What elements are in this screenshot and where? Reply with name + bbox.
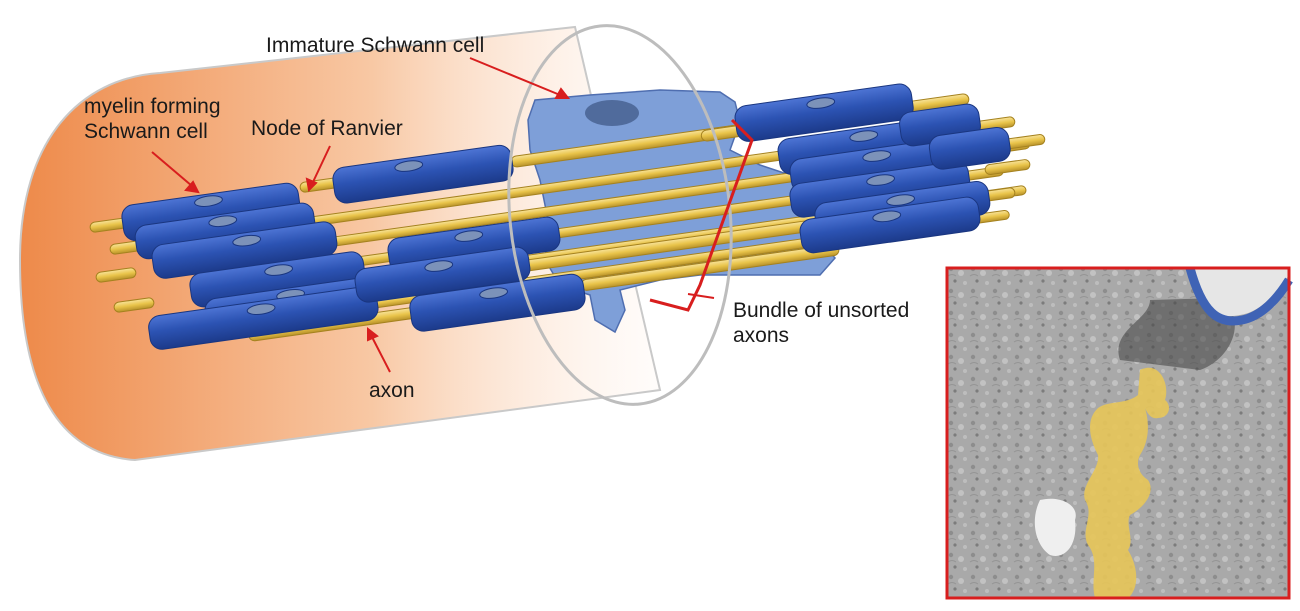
bundle-bracket [649, 118, 754, 312]
label-myelin-forming-schwann-cell: myelin forming Schwann cell [84, 95, 221, 143]
label-bundle-of-unsorted-axons: Bundle of unsorted axons [733, 299, 910, 347]
bundle-pointer [687, 293, 715, 299]
micrograph-inset [945, 266, 1293, 600]
pointer-arrows [151, 57, 571, 373]
myelin-segments [121, 83, 1011, 350]
unsorted-axons-highlight [1084, 367, 1170, 598]
label-axon: axon [369, 379, 415, 402]
label-node-of-ranvier: Node of Ranvier [251, 117, 403, 140]
label-immature-schwann-cell: Immature Schwann cell [266, 34, 485, 57]
nucleus [585, 100, 639, 126]
